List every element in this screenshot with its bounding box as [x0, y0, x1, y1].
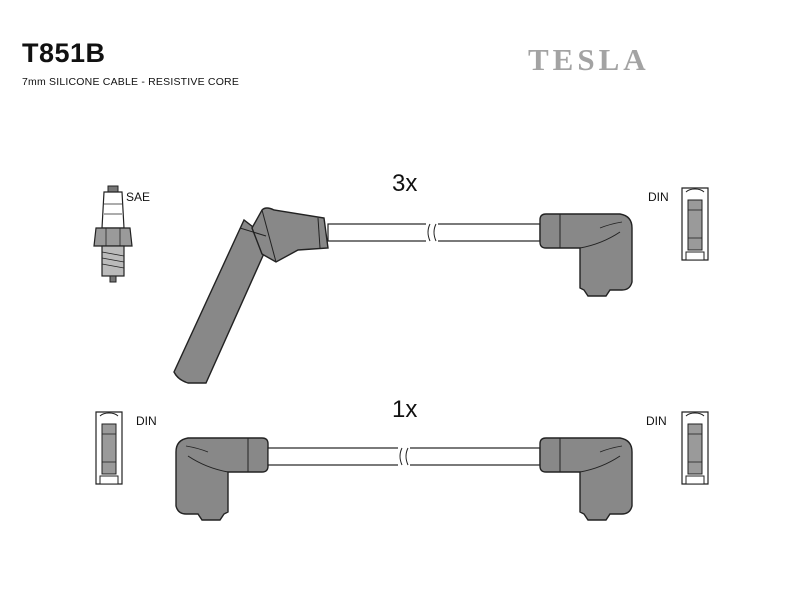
end-label-din-bottom-left: DIN [136, 414, 157, 428]
end-label-sae: SAE [126, 190, 151, 204]
quantity-label-top: 3x [392, 170, 418, 197]
end-label-din-top: DIN [648, 190, 669, 204]
din-terminal-icon [95, 411, 123, 485]
din-terminal-icon [681, 187, 709, 261]
spark-plug-icon [93, 185, 133, 283]
cable-description: 7mm SILICONE CABLE - RESISTIVE CORE [22, 76, 240, 88]
brand-logo: TESLA [528, 42, 650, 77]
part-number: T851B [22, 38, 106, 68]
din-terminal-icon [681, 411, 709, 485]
end-label-din-bottom-right: DIN [646, 414, 667, 428]
cable-top [173, 207, 633, 384]
quantity-label-bottom: 1x [392, 396, 418, 423]
cable-bottom [175, 437, 633, 521]
